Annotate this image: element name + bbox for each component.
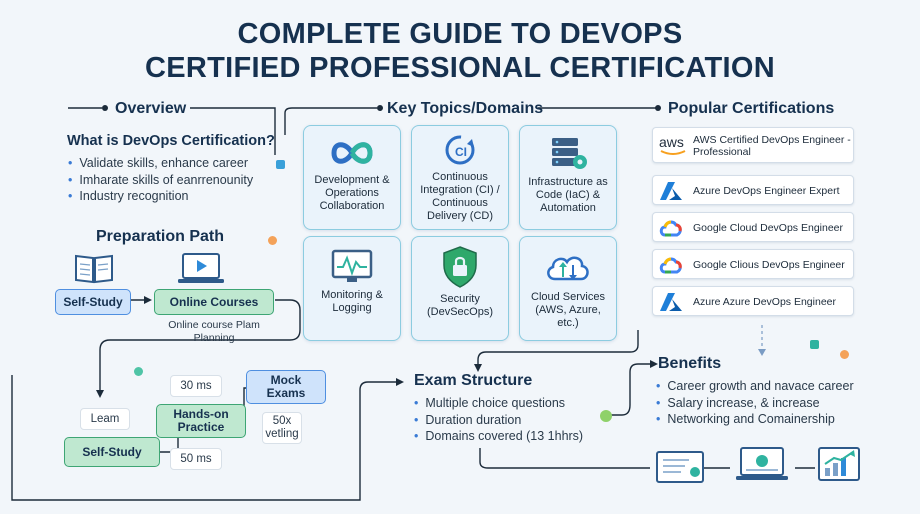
- cert-card-google-cloud: Google Cloud DevOps Engineer: [652, 212, 854, 242]
- vetting-chip: 50x vetling: [262, 412, 302, 444]
- cert-card-aws: aws AWS Certified DevOps Engineer - Prof…: [652, 127, 854, 163]
- duration-chip-50: 50 ms: [170, 448, 222, 470]
- duration-chip-30: 30 ms: [170, 375, 222, 397]
- topic-card-security: Security (DevSecOps): [411, 236, 509, 341]
- ci-cycle-icon: [445, 135, 475, 165]
- azure-logo-icon: [660, 182, 682, 200]
- google-cloud-logo-icon: [659, 220, 682, 237]
- decor-dot: [276, 160, 285, 169]
- cert-card-azure-expert: Azure DevOps Engineer Expert: [652, 175, 854, 205]
- topics-heading: Key Topics/Domains: [387, 100, 544, 117]
- cert-card-azure-azure: Azure Azure DevOps Engineer: [652, 286, 854, 316]
- mock-exams-button[interactable]: Mock Exams: [246, 370, 326, 404]
- self-study-button[interactable]: Self-Study: [55, 289, 131, 315]
- topic-card-iac-automation: Infrastructure as Code (IaC) & Automatio…: [519, 125, 617, 230]
- cert-name: AWS Certified DevOps Engineer - Professi…: [693, 134, 851, 158]
- topic-label: Monitoring & Logging: [321, 289, 383, 314]
- self-study-step-button[interactable]: Self-Study: [64, 437, 160, 467]
- preparation-heading: Preparation Path: [96, 228, 225, 245]
- aws-logo-icon: aws: [659, 134, 689, 156]
- overview-bullet: Imharate skills of eanrrenounity: [68, 172, 253, 189]
- overview-question: What is DevOps Certification?: [67, 133, 275, 149]
- exam-bullet: Domains covered (13 1hhrs): [414, 428, 583, 445]
- overview-bullets: Validate skills, enhance career Imharate…: [68, 155, 253, 205]
- server-gear-icon: [552, 138, 587, 169]
- decor-dot: [600, 410, 612, 422]
- topic-label: Development & Operations Collaboration: [314, 174, 390, 212]
- azure-logo-icon: [660, 293, 682, 311]
- cert-name: Google Cloud DevOps Engineer: [693, 222, 844, 234]
- benefits-heading: Benefits: [658, 355, 722, 372]
- online-courses-note: Online course Plam Planning: [168, 319, 260, 344]
- cert-name: Google Clious DevOps Engineer: [693, 259, 845, 271]
- aws-logo-text: aws: [659, 134, 684, 150]
- exam-bullets: Multiple choice questions Duration durat…: [414, 395, 583, 445]
- topic-label: Continuous Integration (CI) / Continuous…: [420, 171, 500, 222]
- benefits-bullet: Salary increase, & increase: [656, 395, 854, 412]
- infinity-icon: [331, 142, 373, 164]
- decor-dot: [134, 367, 143, 376]
- cert-name: Azure Azure DevOps Engineer: [693, 296, 836, 308]
- benefits-bullets: Career growth and navace career Salary i…: [656, 378, 854, 428]
- topic-label: Cloud Services (AWS, Azure, etc.): [531, 291, 605, 329]
- online-courses-button[interactable]: Online Courses: [154, 289, 274, 315]
- laptop-dashboard-icon: [736, 447, 788, 480]
- overview-bullet: Industry recognition: [68, 188, 253, 205]
- cert-name: Azure DevOps Engineer Expert: [693, 185, 840, 197]
- topic-label: Infrastructure as Code (IaC) & Automatio…: [528, 176, 608, 214]
- topic-card-cloud-services: Cloud Services (AWS, Azure, etc.): [519, 236, 617, 341]
- learn-chip: Leam: [80, 408, 130, 430]
- page-title-line-2: CERTIFIED PROFESSIONAL CERTIFICATION: [144, 52, 776, 84]
- laptop-video-icon: [178, 253, 224, 283]
- cloud-sync-icon: [547, 256, 589, 281]
- overview-heading: Overview: [115, 100, 187, 117]
- decor-dot: [810, 340, 819, 349]
- hands-on-practice-button[interactable]: Hands-on Practice: [156, 404, 246, 438]
- google-cloud-logo-icon: [659, 257, 682, 274]
- shield-lock-icon: [443, 246, 477, 288]
- topic-label: Security (DevSecOps): [426, 293, 494, 318]
- overview-bullet: Validate skills, enhance career: [68, 155, 253, 172]
- decor-dot: [840, 350, 849, 359]
- decor-dot: [268, 236, 277, 245]
- cert-card-google-clious: Google Clious DevOps Engineer: [652, 249, 854, 279]
- benefits-bullet: Career growth and navace career: [656, 378, 853, 395]
- growth-chart-icon: [818, 447, 860, 481]
- exam-heading: Exam Structure: [414, 372, 533, 389]
- topic-card-ci-cd: CI Continuous Integration (CI) / Continu…: [411, 125, 509, 230]
- certifications-heading: Popular Certifications: [668, 100, 835, 117]
- topic-card-devops-collaboration: Development & Operations Collaboration: [303, 125, 401, 230]
- book-icon: [75, 254, 113, 284]
- exam-bullet: Duration duration: [414, 412, 583, 429]
- exam-bullet: Multiple choice questions: [414, 395, 583, 412]
- monitor-chart-icon: [331, 249, 373, 282]
- topic-card-monitoring: Monitoring & Logging: [303, 236, 401, 341]
- ci-icon-text: CI: [455, 145, 467, 159]
- benefits-bullet: Networking and Comainership: [656, 411, 854, 428]
- certificate-icon: [656, 451, 704, 483]
- page-title-line-1: COMPLETE GUIDE TO DEVOPS: [237, 18, 683, 50]
